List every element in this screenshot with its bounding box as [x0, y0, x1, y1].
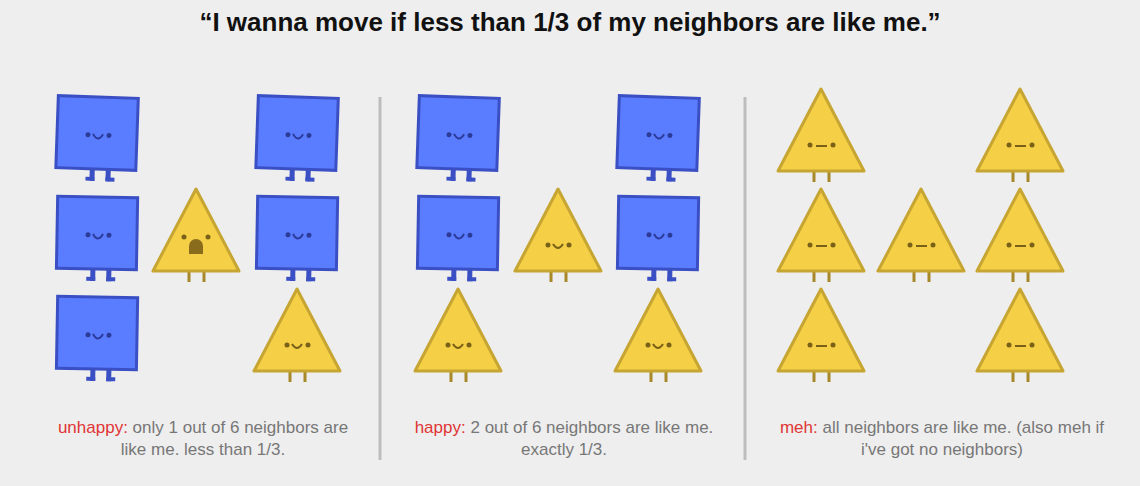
status-word: happy:: [415, 418, 466, 437]
triangle-agent: [778, 189, 864, 282]
triangle-agent: [515, 189, 601, 282]
square-agent: [617, 196, 698, 281]
caption-text: all neighbors are like me. (also meh if …: [822, 418, 1104, 459]
square-agent: [56, 296, 137, 381]
square-agent: [616, 96, 699, 183]
caption-text: only 1 out of 6 neighbors are like me. l…: [121, 418, 348, 459]
triangle-agent: [778, 89, 864, 182]
square-agent: [56, 196, 137, 281]
triangle-agent: [977, 289, 1063, 382]
triangle-agent: [977, 189, 1063, 282]
triangle-agent: [977, 89, 1063, 182]
panel-caption: meh:all neighbors are like me. (also meh…: [768, 417, 1116, 461]
status-word: unhappy:: [58, 418, 128, 437]
square-agent: [416, 96, 499, 183]
panel-divider: [744, 97, 747, 460]
caption-text: 2 out of 6 neighbors are like me. exactl…: [470, 418, 713, 459]
triangle-agent: [415, 289, 501, 382]
status-word: meh:: [780, 418, 818, 437]
panel-divider: [379, 97, 382, 460]
panel-caption: unhappy:only 1 out of 6 neighbors are li…: [48, 417, 358, 461]
triangle-agent: [615, 289, 701, 382]
square-agent: [255, 96, 338, 183]
triangle-agent: [153, 189, 239, 282]
triangle-agent: [778, 289, 864, 382]
triangle-agent: [878, 189, 964, 282]
triangle-agent: [254, 289, 340, 382]
square-agent: [417, 196, 498, 281]
title: “I wanna move if less than 1/3 of my nei…: [0, 7, 1140, 38]
square-agent: [55, 96, 138, 183]
panel-caption: happy:2 out of 6 neighbors are like me. …: [405, 417, 723, 461]
square-agent: [256, 196, 337, 281]
